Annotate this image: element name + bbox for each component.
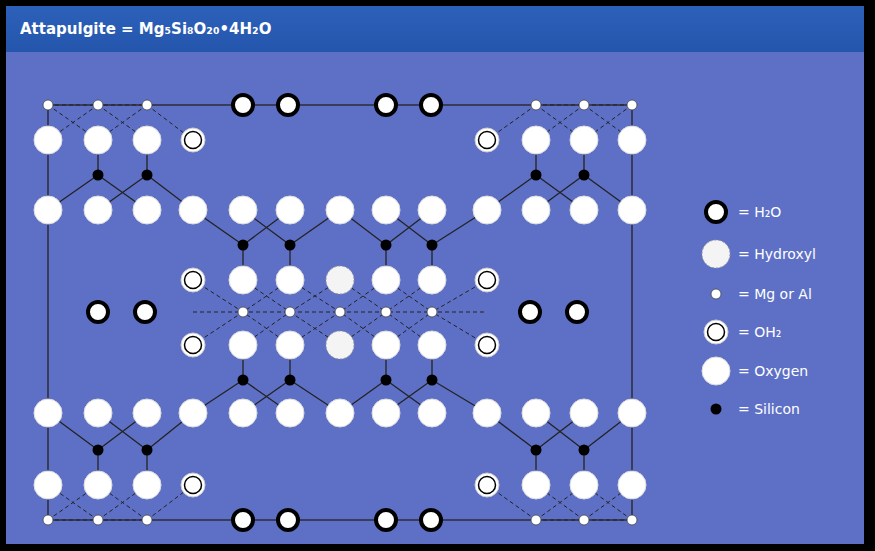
legend-symbol [704, 320, 728, 344]
legend-label: = Hydroxyl [738, 245, 816, 263]
legend-label: = Silicon [738, 400, 800, 418]
legend-label: = OH₂ [738, 323, 781, 341]
legend-label: = Mg or Al [738, 285, 812, 303]
diagram-title: Attapulgite = Mg₅Si₈O₂₀•4H₂O [20, 20, 271, 38]
legend-symbol [702, 240, 730, 268]
legend-symbol [702, 357, 730, 385]
legend-label: = Oxygen [738, 362, 808, 380]
legend-symbol [711, 289, 721, 299]
legend-label: = H₂O [738, 203, 781, 221]
legend-symbol [711, 404, 722, 415]
legend-symbol [706, 202, 726, 222]
